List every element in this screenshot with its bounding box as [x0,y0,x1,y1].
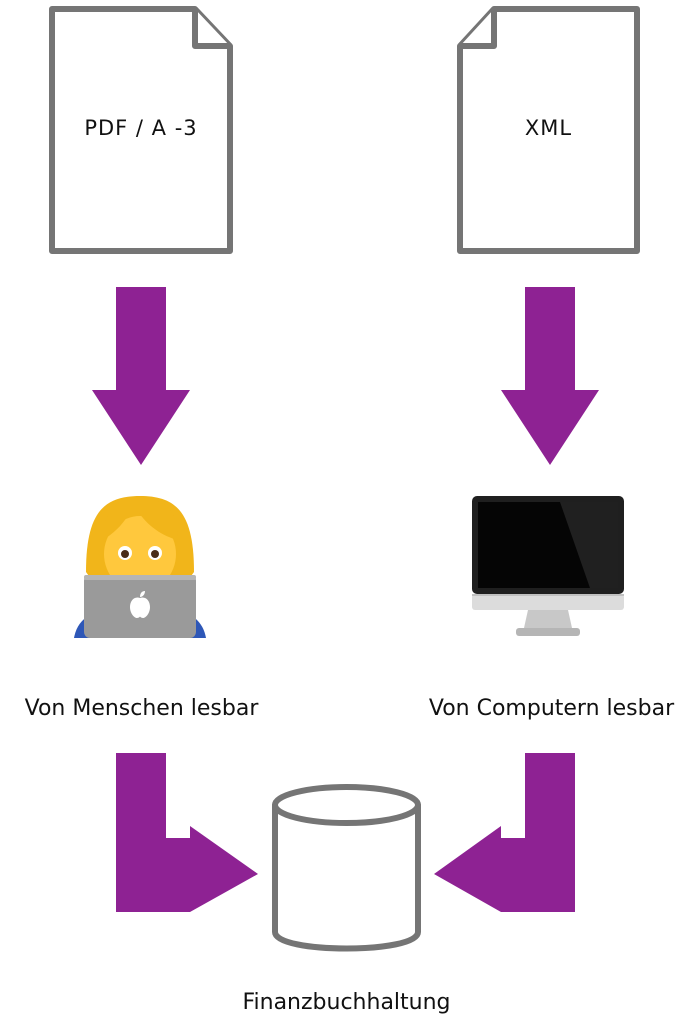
caption-machine-readable: Von Computern lesbar [428,696,675,721]
xml-document-label: XML [524,116,573,140]
pdf-document-fold [192,9,230,49]
caption-accounting: Finanzbuchhaltung [242,990,451,1015]
xml-document-icon [457,6,640,254]
xml-document-fold [460,9,497,49]
arrow-down-left [92,287,190,465]
database-cylinder-icon [272,784,421,952]
pdf-document-icon [49,6,233,254]
arrow-down-right [501,287,599,465]
woman-technologist-icon [74,496,206,638]
pdf-document-label: PDF / A -3 [84,116,198,140]
desktop-computer-icon [472,496,624,636]
arrow-merge-left [116,753,258,912]
arrow-merge-right [434,753,575,912]
caption-human-readable: Von Menschen lesbar [24,696,259,721]
